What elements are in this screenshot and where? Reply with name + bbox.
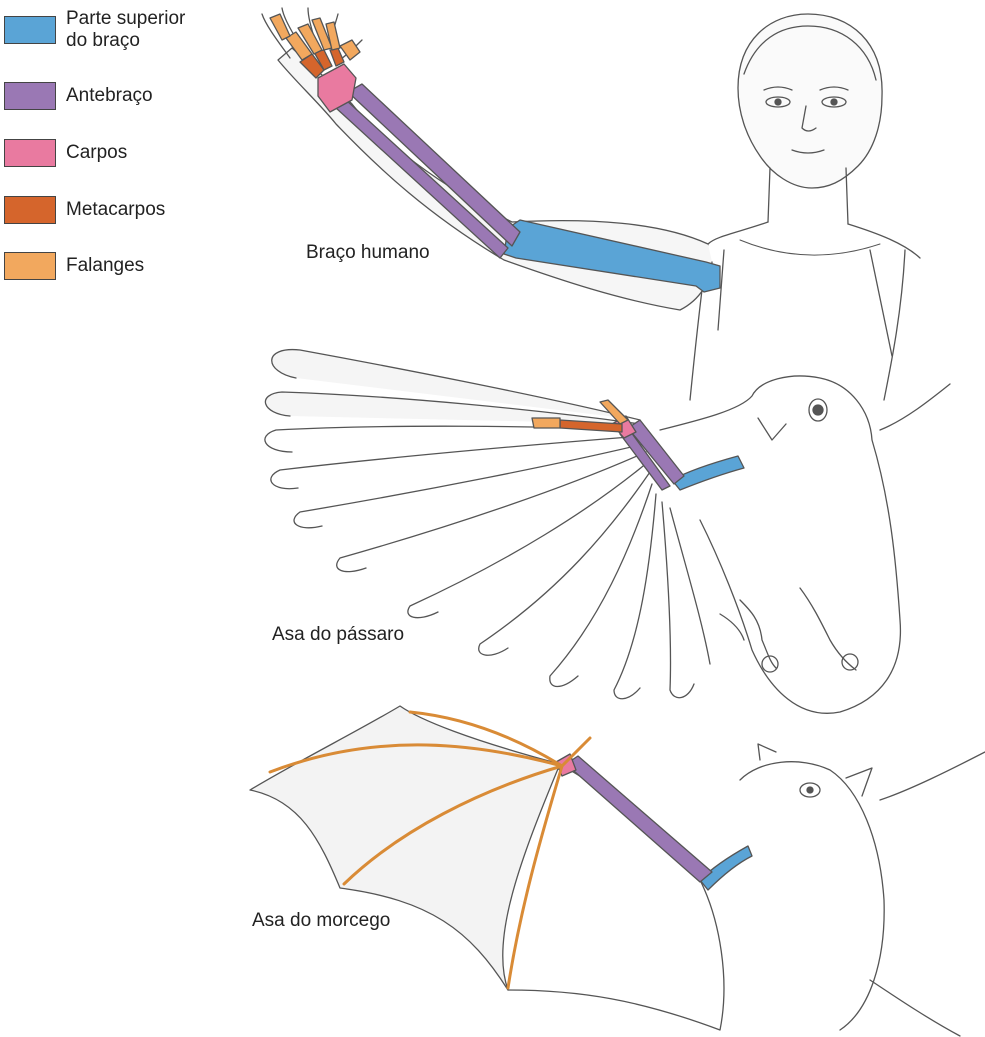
caption-bird-wing: Asa do pássaro <box>272 624 404 646</box>
bat-wing-bones <box>556 754 752 890</box>
caption-human-arm: Braço humano <box>306 242 430 264</box>
caption-bat-wing: Asa do morcego <box>252 910 390 932</box>
bird-wing-bones <box>532 400 744 490</box>
human-figure <box>262 8 920 400</box>
